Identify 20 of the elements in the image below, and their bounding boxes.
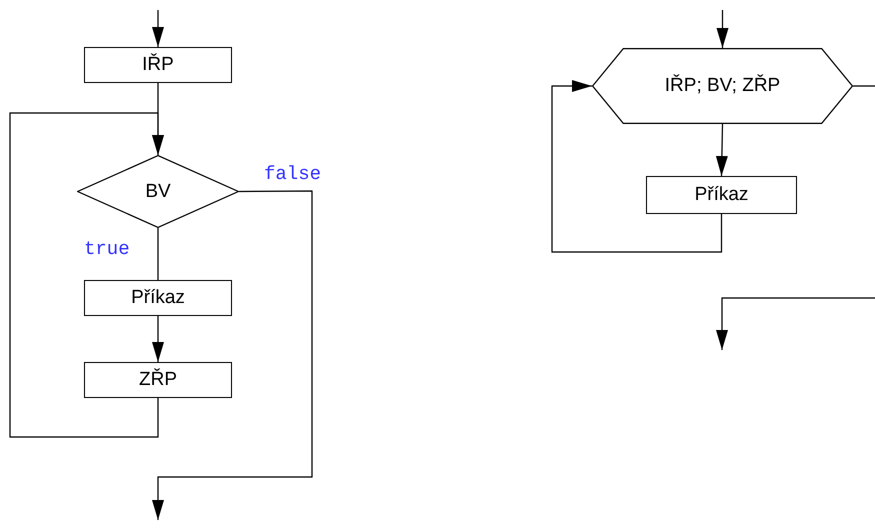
process-box xyxy=(84,280,232,316)
process-box xyxy=(646,176,797,214)
node-label: Příkaz xyxy=(694,183,748,207)
node-label: Příkaz xyxy=(131,286,185,310)
arrow xyxy=(716,10,728,48)
process-box xyxy=(84,47,232,83)
node-label: ZŘP xyxy=(139,368,177,392)
arrow xyxy=(152,190,313,520)
node-label: IŘP xyxy=(142,53,174,77)
node-label: IŘP; BV; ZŘP xyxy=(664,74,780,98)
arrow xyxy=(152,316,164,362)
arrow xyxy=(9,112,164,438)
loop-hexagon xyxy=(592,48,853,124)
decision-diamond xyxy=(77,155,239,228)
arrow xyxy=(551,80,722,253)
arrow xyxy=(716,124,728,176)
arrow xyxy=(152,10,164,47)
node-label: BV xyxy=(145,180,171,204)
arrow xyxy=(716,85,875,350)
process-box xyxy=(84,362,232,398)
